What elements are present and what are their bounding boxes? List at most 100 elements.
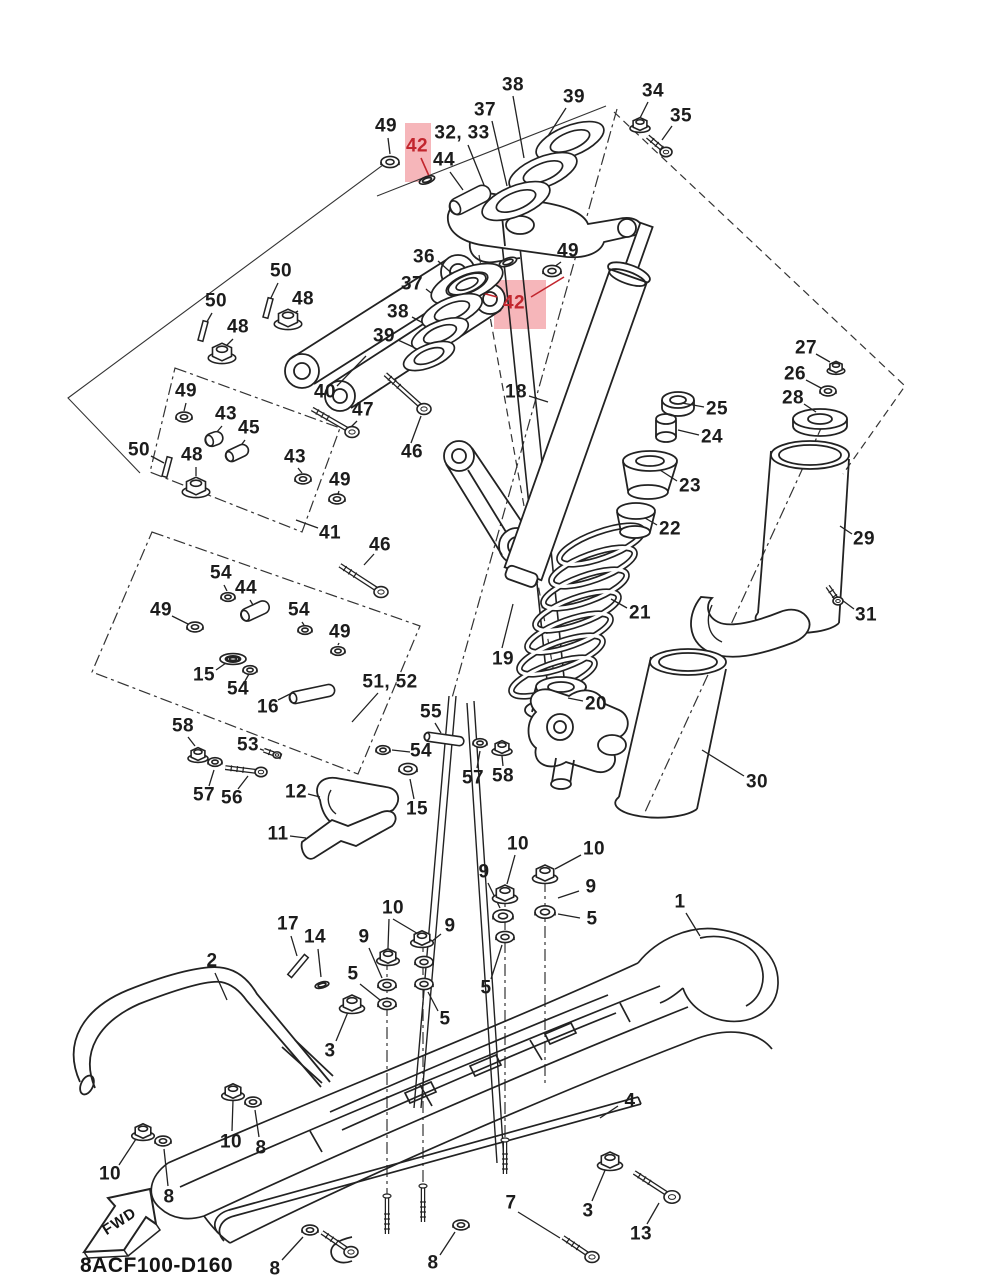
part-label-5-69[interactable]: 5 bbox=[586, 908, 598, 930]
part-label-1-80[interactable]: 1 bbox=[674, 891, 686, 913]
part-label-48-27[interactable]: 48 bbox=[181, 444, 203, 466]
part-label-3-89[interactable]: 3 bbox=[582, 1200, 594, 1222]
hardware-parts bbox=[130, 116, 846, 1264]
part-label-49-47[interactable]: 49 bbox=[150, 599, 172, 621]
part-label-7-88[interactable]: 7 bbox=[505, 1192, 517, 1214]
part-label-3-79[interactable]: 3 bbox=[324, 1040, 336, 1062]
part-label-43-24[interactable]: 43 bbox=[215, 403, 237, 425]
part-label-9-67[interactable]: 9 bbox=[478, 861, 490, 883]
part-label-30-44[interactable]: 30 bbox=[746, 771, 768, 793]
part-label-53-56[interactable]: 53 bbox=[237, 734, 259, 756]
part-label-51-52-53[interactable]: 51, 52 bbox=[362, 671, 418, 693]
part-label-57-62[interactable]: 57 bbox=[462, 767, 484, 789]
part-label-11-64[interactable]: 11 bbox=[267, 823, 289, 845]
ski-handle bbox=[72, 966, 334, 1096]
part-label-15-61[interactable]: 15 bbox=[406, 798, 428, 820]
part-label-22-35[interactable]: 22 bbox=[659, 518, 681, 540]
part-label-8-87[interactable]: 8 bbox=[427, 1252, 439, 1274]
part-label-27-36[interactable]: 27 bbox=[795, 337, 817, 359]
part-label-18-15[interactable]: 18 bbox=[505, 381, 527, 403]
part-label-48-19[interactable]: 48 bbox=[227, 316, 249, 338]
part-label-21-40[interactable]: 21 bbox=[629, 602, 651, 624]
part-label-49-23[interactable]: 49 bbox=[175, 380, 197, 402]
part-label-29-39[interactable]: 29 bbox=[853, 528, 875, 550]
part-label-23-34[interactable]: 23 bbox=[679, 475, 701, 497]
part-label-50-16[interactable]: 50 bbox=[270, 260, 292, 282]
part-label-42-14[interactable]: 42 bbox=[503, 292, 525, 314]
part-label-46-31[interactable]: 46 bbox=[369, 534, 391, 556]
part-label-54-48[interactable]: 54 bbox=[288, 599, 310, 621]
part-label-9-70[interactable]: 9 bbox=[444, 915, 456, 937]
part-label-58-63[interactable]: 58 bbox=[492, 765, 514, 787]
part-label-10-66[interactable]: 10 bbox=[583, 838, 605, 860]
part-label-41-30[interactable]: 41 bbox=[319, 522, 341, 544]
part-label-43-28[interactable]: 43 bbox=[284, 446, 306, 468]
part-label-50-18[interactable]: 50 bbox=[205, 290, 227, 312]
part-label-56-59[interactable]: 56 bbox=[221, 787, 243, 809]
part-label-5-77[interactable]: 5 bbox=[480, 977, 492, 999]
part-label-9-74[interactable]: 9 bbox=[358, 926, 370, 948]
part-label-8-85[interactable]: 8 bbox=[163, 1186, 175, 1208]
shock-cylinders bbox=[614, 408, 850, 819]
part-label-38-11[interactable]: 38 bbox=[387, 301, 409, 323]
part-label-49-6[interactable]: 49 bbox=[375, 115, 397, 137]
mount-brackets bbox=[300, 776, 400, 860]
part-label-16-52[interactable]: 16 bbox=[257, 696, 279, 718]
part-label-46-22[interactable]: 46 bbox=[401, 441, 423, 463]
part-label-44-8[interactable]: 44 bbox=[433, 149, 455, 171]
part-label-10-65[interactable]: 10 bbox=[507, 833, 529, 855]
part-label-38-0[interactable]: 38 bbox=[502, 74, 524, 96]
part-label-5-76[interactable]: 5 bbox=[347, 963, 359, 985]
part-label-14-73[interactable]: 14 bbox=[304, 926, 326, 948]
part-label-37-10[interactable]: 37 bbox=[401, 273, 423, 295]
part-label-39-1[interactable]: 39 bbox=[563, 86, 585, 108]
part-label-10-84[interactable]: 10 bbox=[99, 1163, 121, 1185]
part-label-36-9[interactable]: 36 bbox=[413, 246, 435, 268]
part-label-48-17[interactable]: 48 bbox=[292, 288, 314, 310]
part-label-20-43[interactable]: 20 bbox=[585, 693, 607, 715]
part-label-54-45[interactable]: 54 bbox=[210, 562, 232, 584]
part-label-54-51[interactable]: 54 bbox=[227, 678, 249, 700]
ski-body bbox=[150, 927, 779, 1244]
part-label-57-58[interactable]: 57 bbox=[193, 784, 215, 806]
pivot-assembly bbox=[527, 688, 629, 790]
part-label-49-13[interactable]: 49 bbox=[557, 240, 579, 262]
part-label-4-81[interactable]: 4 bbox=[624, 1090, 636, 1112]
part-label-35-4[interactable]: 35 bbox=[670, 105, 692, 127]
part-label-54-57[interactable]: 54 bbox=[410, 740, 432, 762]
part-label-42-7[interactable]: 42 bbox=[406, 135, 428, 157]
part-label-32-33-5[interactable]: 32, 33 bbox=[434, 122, 490, 144]
part-label-49-49[interactable]: 49 bbox=[329, 621, 351, 643]
part-label-47-21[interactable]: 47 bbox=[352, 399, 374, 421]
part-label-39-12[interactable]: 39 bbox=[373, 325, 395, 347]
part-label-45-25[interactable]: 45 bbox=[238, 417, 260, 439]
part-label-15-50[interactable]: 15 bbox=[193, 664, 215, 686]
part-label-50-26[interactable]: 50 bbox=[128, 439, 150, 461]
part-label-55-54[interactable]: 55 bbox=[420, 701, 442, 723]
part-label-10-71[interactable]: 10 bbox=[382, 897, 404, 919]
part-label-49-29[interactable]: 49 bbox=[329, 469, 351, 491]
part-label-26-37[interactable]: 26 bbox=[784, 363, 806, 385]
part-label-28-38[interactable]: 28 bbox=[782, 387, 804, 409]
part-label-31-41[interactable]: 31 bbox=[855, 604, 877, 626]
part-label-9-68[interactable]: 9 bbox=[585, 876, 597, 898]
part-label-2-75[interactable]: 2 bbox=[206, 950, 218, 972]
part-label-40-20[interactable]: 40 bbox=[314, 381, 336, 403]
part-label-8-86[interactable]: 8 bbox=[269, 1258, 281, 1280]
part-label-34-3[interactable]: 34 bbox=[642, 80, 664, 102]
runner-bar bbox=[214, 1096, 642, 1264]
part-label-17-72[interactable]: 17 bbox=[277, 913, 299, 935]
part-label-58-55[interactable]: 58 bbox=[172, 715, 194, 737]
part-label-5-78[interactable]: 5 bbox=[439, 1008, 451, 1030]
part-label-19-42[interactable]: 19 bbox=[492, 648, 514, 670]
part-label-12-60[interactable]: 12 bbox=[285, 781, 307, 803]
part-label-10-82[interactable]: 10 bbox=[220, 1131, 242, 1153]
part-label-44-46[interactable]: 44 bbox=[235, 577, 257, 599]
damper bbox=[503, 221, 654, 588]
part-label-25-32[interactable]: 25 bbox=[706, 398, 728, 420]
part-label-24-33[interactable]: 24 bbox=[701, 426, 723, 448]
part-label-37-2[interactable]: 37 bbox=[474, 99, 496, 121]
part-label-13-90[interactable]: 13 bbox=[630, 1223, 652, 1245]
part-label-8-83[interactable]: 8 bbox=[255, 1137, 267, 1159]
